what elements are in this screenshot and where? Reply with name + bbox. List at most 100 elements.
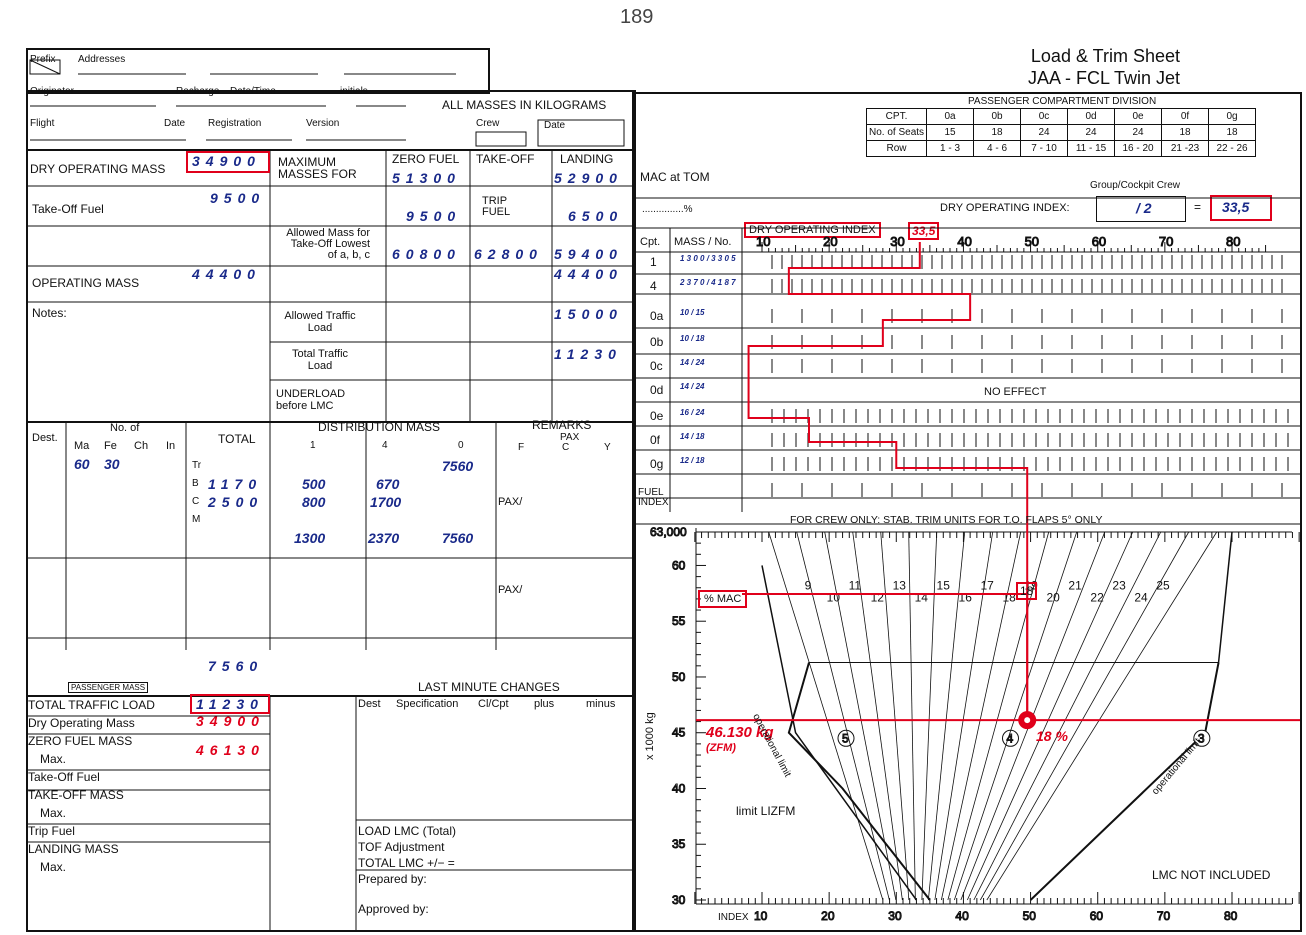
lmc-cl: Cl/Cpt [478, 698, 509, 710]
x-tick: 70 [1157, 909, 1171, 923]
landing-header: LANDING [560, 152, 614, 166]
pax-mass-label: PASSENGER MASS [68, 682, 149, 693]
right-panel [632, 92, 1302, 932]
mac-line [986, 531, 1218, 901]
rows-0g: 22 - 26 [1208, 140, 1257, 157]
max-masses-label: MAXIMUM MASSES FOR [278, 155, 357, 181]
masses-note: ALL MASSES IN KILOGRAMS [442, 98, 607, 112]
op-mass-value-2: 44400 [554, 266, 623, 282]
mac-line-label: 20 [1046, 590, 1060, 604]
lmc-plus: plus [534, 698, 555, 710]
trip-fuel-value: 6500 [568, 208, 624, 224]
c-value: 59400 [554, 246, 623, 262]
page-number: 189 [620, 6, 654, 28]
zf-max-value: 51300 [392, 170, 461, 186]
doi-value: 33,5 [1222, 199, 1250, 215]
in-header: In [166, 440, 176, 452]
x-tick: 30 [888, 909, 902, 923]
ch-header: Ch [134, 440, 149, 452]
mac-line-label: 18 [1002, 590, 1016, 604]
left-grid [26, 149, 632, 930]
addresses-label: Addresses [78, 54, 126, 65]
dom-highlight [186, 151, 270, 173]
remarks-header: REMARKS [532, 418, 592, 432]
doi-scale-tick: 40 [957, 234, 971, 249]
zone-number: 4 [1007, 731, 1014, 745]
recharge-label: Recharge [176, 86, 220, 97]
zfm-value: 46130 [196, 742, 265, 758]
flight-label: Flight [30, 118, 55, 129]
dist-mass-header: DISTRIBUTION MASS [318, 420, 441, 434]
doi-scale-label: DRY OPERATING INDEX [744, 222, 881, 238]
b-total-value: 1170 [208, 476, 263, 492]
allowed-traffic-label: Allowed Traffic Load [284, 310, 356, 334]
y-tick: 30 [672, 893, 686, 907]
doi-scale-tick: 60 [1092, 234, 1106, 249]
doi-scale-tick: 70 [1159, 234, 1173, 249]
mac-result: 18 % [1036, 728, 1068, 744]
mac-line-label: 24 [1134, 590, 1148, 604]
c-col1-value: 800 [302, 494, 326, 510]
no-of-header: No. of [110, 422, 140, 434]
row-label-0a: 0a [650, 309, 664, 323]
mac-line [973, 531, 1162, 901]
sum-col0-value: 7560 [442, 530, 474, 546]
f-header: F [518, 442, 525, 453]
op-mass-value: 44400 [192, 266, 261, 282]
dist-col-0: 0 [458, 440, 464, 451]
doi-crew-box [1096, 196, 1186, 222]
datetime-label: Date/Time [230, 86, 276, 97]
lmc-not-included: LMC NOT INCLUDED [1152, 868, 1271, 882]
op-mass-label: OPERATING MASS [32, 276, 140, 290]
notes-label: Notes: [32, 306, 67, 320]
y-tick: 60 [672, 558, 686, 572]
bottom-trip-label: Trip Fuel [28, 824, 75, 838]
fuel-index-label: FUEL INDEX [638, 487, 669, 508]
op-limit-right-top [1217, 531, 1233, 663]
underload-label: UNDERLOAD before LMC [276, 388, 346, 412]
prepared-label: Prepared by: [358, 872, 427, 886]
fe-header: Fe [104, 440, 117, 452]
registration-label: Registration [208, 118, 262, 129]
sheet-subtitle: JAA - FCL Twin Jet [1027, 68, 1180, 88]
mac-line-label: 21 [1068, 578, 1082, 592]
x-tick: 10 [754, 909, 768, 923]
zfm-point-label: 46.130 kg [706, 724, 774, 741]
mac-line-label: 25 [1156, 578, 1170, 592]
row-label-0b: 0b [650, 335, 664, 349]
row-mass-0e: 16 / 24 [680, 408, 705, 417]
x-axis-label: INDEX [718, 912, 749, 923]
tof-value: 9500 [210, 190, 266, 206]
ttl-highlight [190, 694, 270, 714]
mac-line [947, 531, 1050, 901]
mac-18-highlight: 18 [1016, 582, 1038, 600]
mac-line-label: 15 [937, 578, 951, 592]
row-label-0e: 0e [650, 409, 664, 423]
mac-line-label: 11 [849, 578, 862, 592]
approved-label: Approved by: [358, 902, 429, 916]
crew-label: Crew [476, 118, 500, 129]
mac-label: % MAC [698, 590, 748, 608]
row-mass-0g: 12 / 18 [680, 456, 705, 465]
mac-line-label: 13 [893, 578, 907, 592]
tom-label: TAKE-OFF MASS [28, 788, 124, 802]
lm-label: LANDING MASS [28, 842, 119, 856]
mac-line [768, 531, 884, 901]
row-mass-0d: 14 / 24 [680, 382, 705, 391]
lmc-dest: Dest [358, 698, 381, 710]
tr-col0-value: 7560 [442, 458, 474, 474]
zone-number: 3 [1198, 731, 1205, 745]
row-mass-0a: 10 / 15 [680, 308, 705, 317]
doi-label: DRY OPERATING INDEX: [940, 202, 1070, 214]
total-traffic-value: 11230 [554, 346, 622, 362]
allowed-traffic-value: 15000 [554, 306, 623, 322]
row-label-4: 4 [650, 279, 657, 293]
sum-col1-value: 1300 [294, 530, 326, 546]
dest-header: Dest. [32, 432, 58, 444]
allowed-mass-label: Allowed Mass for Take-Off Lowest of a, b… [286, 227, 370, 261]
zfm-point-sub: (ZFM) [706, 742, 736, 754]
load-lmc-label: LOAD LMC (Total) [358, 824, 457, 838]
ttl-label: TOTAL TRAFFIC LOAD [28, 698, 155, 712]
version-label: Version [306, 118, 340, 129]
row-mass-0b: 10 / 18 [680, 334, 705, 343]
